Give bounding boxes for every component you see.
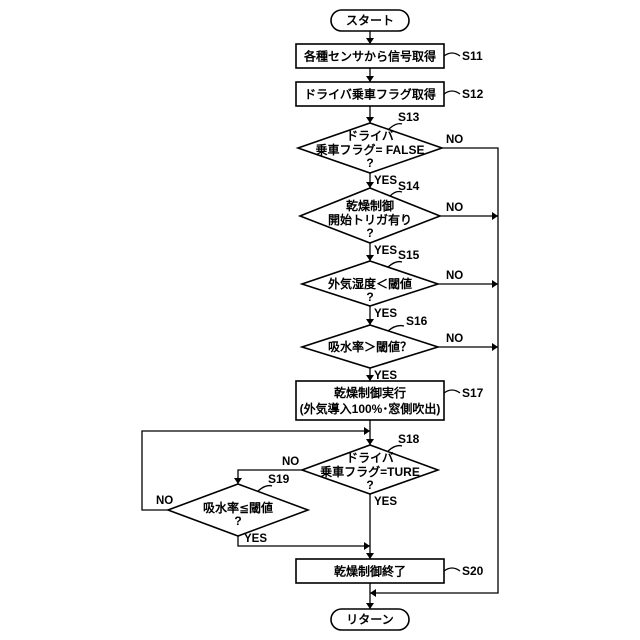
leader-s20 [444,568,460,571]
arrow-right-s19-yes [364,542,370,550]
s16-yes-label: YES [374,370,397,382]
arrow-right-s15-no [492,280,498,288]
arrow-down-s14 [366,182,374,188]
s15-no-label: NO [446,270,463,282]
s15-yes-label: YES [374,308,397,320]
arrow-down-s13 [366,117,374,123]
arrow-right-s16-no [492,343,498,351]
tag-s14: S14 [398,179,420,193]
step-s19-line2: ? [234,514,241,528]
step-s12-label: ドライバ乗車フラグ取得 [304,87,436,102]
arrow-down-s16 [366,319,374,325]
s18-no-label: NO [282,456,299,468]
tag-s15: S15 [398,248,420,262]
step-s14-line1: 乾燥制御 [346,198,394,213]
step-s20-label: 乾燥制御終了 [334,564,406,579]
step-s17-line1: 乾燥制御実行 [334,385,406,400]
arrow-down-s11 [366,38,374,44]
step-s18-line2: 乗車フラグ=TURE [320,464,420,479]
tag-s11: S11 [462,49,483,63]
arrow-right-s14-no [492,212,498,220]
s16-no-label: NO [446,333,463,345]
arrow-down-s19 [234,478,242,484]
leader-s11 [444,53,460,56]
arrow-down-s18 [366,439,374,445]
leader-s19 [258,486,272,491]
step-s13-line3: ? [366,156,373,170]
tag-s12: S12 [462,87,484,101]
tag-s20: S20 [462,564,484,578]
step-s17-line2: (外気導入100%･窓側吹出) [300,401,441,416]
s19-no-label: NO [156,495,173,507]
arrow-down-s12 [366,76,374,82]
s19-yes-label: YES [244,533,267,545]
leader-s15 [388,262,402,267]
start-label: スタート [346,14,394,28]
step-s18-line3: ? [366,478,373,492]
arrow-left-s13-merge [370,589,376,597]
tag-s17: S17 [462,386,484,400]
step-s13-line2: 乗車フラグ= FALSE [315,142,424,157]
step-s15-line2: ? [366,290,373,304]
step-s15-line1: 外気湿度＜閾値 [328,276,412,291]
s13-no-label: NO [446,134,463,146]
leader-s16 [388,326,404,331]
tag-s19: S19 [268,472,290,486]
s13-yes-label: YES [374,175,397,187]
s14-no-label: NO [446,202,463,214]
arrow-down-end [366,603,374,609]
step-s14-line3: ? [366,226,373,240]
step-s18-line1: ドライバ [346,451,394,465]
step-s13-line1: ドライバ [346,129,394,143]
leader-s12 [444,91,460,94]
step-s14-line2: 開始トリガ有り [328,212,412,227]
connectors [142,31,498,609]
tag-s18: S18 [398,432,420,446]
arrow-down-s15 [366,255,374,261]
step-s16-line1: 吸水率＞閾値？ [328,339,412,354]
step-s11-label: 各種センサから信号取得 [303,49,436,64]
leader-s17 [444,390,460,393]
s14-yes-label: YES [374,245,397,257]
step-s19-line1: 吸水率≦閾値 [203,500,273,515]
s18-yes-label: YES [374,496,397,508]
tag-s16: S16 [406,314,428,328]
end-label: リターン [346,613,393,627]
arrow-right-s19-loop [364,427,370,435]
arrow-down-s20 [366,553,374,559]
tag-s13: S13 [398,110,420,124]
arrow-down-s17 [366,375,374,381]
